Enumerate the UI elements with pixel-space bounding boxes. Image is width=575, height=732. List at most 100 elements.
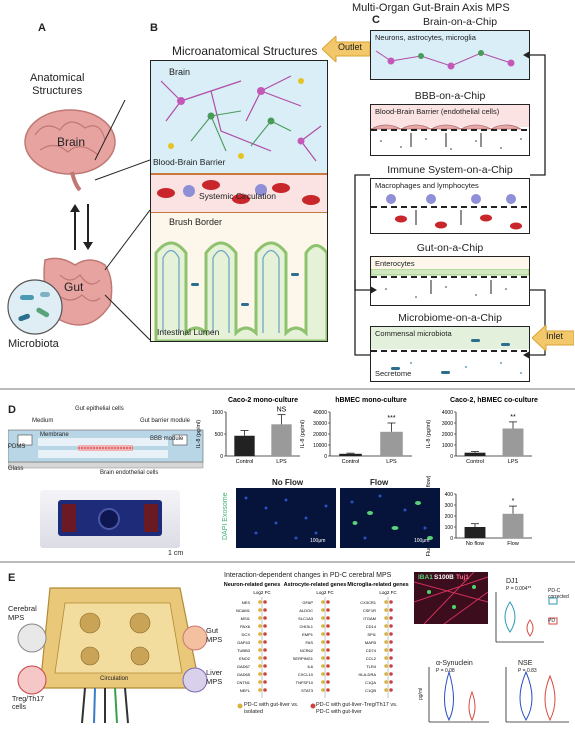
gene-label: NEFL (240, 688, 251, 693)
y-axis-label: IL-8 (pg/ml) (300, 420, 306, 448)
significance-label: * (512, 498, 515, 505)
gene-dot-1 (321, 600, 325, 604)
violin-ylabel: pg/ml (418, 688, 424, 700)
gene-dot-1 (321, 640, 325, 644)
microbiota-icon (8, 280, 62, 334)
gene-label: GFAP (302, 600, 313, 605)
gene-label: EMP1 (302, 632, 314, 637)
gene-dot-1 (384, 648, 388, 652)
circulation-label: Systemic Circulation (199, 191, 276, 201)
gene-label: CXCL10 (298, 672, 314, 677)
gene-dot-1 (258, 672, 262, 676)
gene-label: MSI1 (241, 616, 251, 621)
pdms-label: PDMS (8, 444, 25, 450)
gene-dot-2 (389, 616, 393, 620)
gene-label: CX3CR1 (360, 600, 377, 605)
gene-label: TNFSF10 (296, 680, 314, 685)
gene-label: C1QB (365, 688, 376, 693)
gene-group-title: Microglia-related genes (347, 582, 408, 588)
legend-dots (236, 702, 326, 712)
gene-dot-2 (326, 632, 330, 636)
gene-dot-2 (326, 672, 330, 676)
gene-dot-2 (263, 656, 267, 660)
category-label: LPS (508, 459, 519, 465)
gene-dot-2 (326, 664, 330, 668)
legend-2: PD-C with gut-liver-Treg/Th17 vs. PD-C w… (316, 702, 406, 715)
category-label: Control (236, 459, 254, 465)
gene-dot-2 (389, 680, 393, 684)
gene-dot-1 (321, 648, 325, 652)
gene-dot-2 (326, 624, 330, 628)
gene-axis-label: Log2 FC (253, 590, 271, 595)
gene-dot-2 (263, 688, 267, 692)
mps-title: Multi-Organ Gut-Brain Axis MPS (352, 2, 510, 14)
category-label: Flow (507, 541, 519, 547)
inlet-label: Inlet (546, 331, 563, 341)
category-label: Control (342, 459, 360, 465)
gene-dot-1 (384, 680, 388, 684)
panel-label-b: B (150, 22, 158, 34)
gene-dot-plot: Neuron-related genesLog2 FCNESNCAM1MSI1P… (222, 580, 412, 704)
gene-dot-2 (326, 680, 330, 684)
gene-label: CNTN1 (237, 680, 251, 685)
liver-mps-label: Liver MPS (206, 668, 222, 686)
gene-dot-1 (258, 616, 262, 620)
gene-dot-1 (384, 688, 388, 692)
y-tick-label: 0 (220, 454, 223, 460)
outlet-label: Outlet (338, 42, 362, 52)
gene-dot-2 (389, 624, 393, 628)
gene-dot-1 (321, 680, 325, 684)
gene-dot-2 (263, 632, 267, 636)
chart-title: Caco-2, hBMEC co-culture (450, 397, 538, 404)
gene-dot-2 (389, 648, 393, 652)
gene-label: C1QA (365, 680, 376, 685)
y-tick-label: 2000 (442, 432, 453, 438)
gene-dot-1 (384, 664, 388, 668)
bbb-label: Blood-Brain Barrier (153, 157, 225, 167)
gene-dot-2 (263, 680, 267, 684)
bar (380, 432, 403, 456)
microanatomical-title: Microanatomical Structures (172, 44, 317, 58)
gene-group-title: Astrocyte-related genes (284, 582, 347, 588)
flow-label: Flow (370, 478, 388, 487)
scale-bar-1: 100μm (310, 538, 325, 544)
bar (339, 454, 362, 456)
significance-label: *** (387, 415, 395, 422)
nse-title: NSE (518, 660, 532, 667)
gene-label: NCR62 (300, 648, 314, 653)
gene-dot-2 (263, 648, 267, 652)
gene-label: NCAM1 (236, 608, 251, 613)
bar (465, 453, 486, 456)
category-label: LPS (276, 459, 287, 465)
gene-dot-2 (389, 608, 393, 612)
panel-label-a: A (38, 22, 46, 34)
gene-dot-1 (384, 624, 388, 628)
gene-label: TUBB3 (237, 648, 251, 653)
gene-dot-2 (263, 608, 267, 612)
gene-label: SLC1A3 (298, 616, 314, 621)
gene-dot-2 (389, 688, 393, 692)
y-tick-label: 30000 (313, 421, 327, 427)
y-tick-label: 40000 (313, 410, 327, 416)
bar (503, 514, 524, 538)
bar-chart-3: Caco-2, hBMEC co-culture0100020003000400… (422, 394, 552, 486)
gene-dot-2 (389, 672, 393, 676)
gene-dot-2 (263, 600, 267, 604)
bbb-module-label: BBB module (150, 436, 183, 442)
gene-dot-2 (326, 656, 330, 660)
gene-dot-1 (384, 632, 388, 636)
gene-dot-2 (326, 648, 330, 652)
gene-dot-1 (384, 672, 388, 676)
gene-dot-1 (258, 648, 262, 652)
y-tick-label: 500 (215, 432, 224, 438)
gene-dot-2 (326, 600, 330, 604)
bar (271, 424, 291, 456)
category-label: No flow (466, 541, 484, 547)
y-tick-label: 0 (450, 454, 453, 460)
gut-module-label: Gut barrier module (140, 418, 190, 424)
brush-border-label: Brush Border (169, 217, 222, 227)
panel-b-frame: Brain Blood-Brain Barrier Systemic Circu… (150, 60, 328, 342)
cerebral-mps-label: Cerebral MPS (8, 604, 37, 622)
gene-label: PAX6 (240, 624, 251, 629)
gene-label: DCX (242, 632, 251, 637)
